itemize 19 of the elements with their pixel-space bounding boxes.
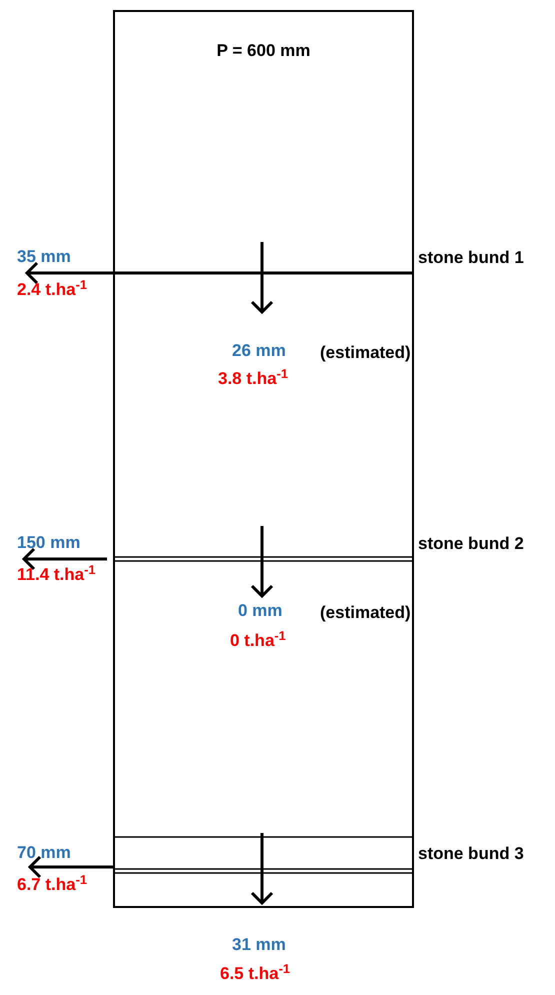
runoff-value: 31 mm bbox=[232, 936, 286, 953]
soil-loss-value: 0 t.ha$^{-1}$ bbox=[230, 632, 286, 649]
runoff-value: 150 mm bbox=[17, 534, 80, 551]
soil-loss-value: 2.4 t.ha$^{-1}$ bbox=[17, 281, 87, 298]
note-text: (estimated) bbox=[320, 604, 411, 621]
field-plot-box bbox=[113, 10, 414, 908]
soil-loss-value: 11.4 t.ha$^{-1}$ bbox=[17, 566, 96, 583]
rainfall-label: P = 600 mm bbox=[216, 42, 312, 59]
runoff-value: 70 mm bbox=[17, 844, 71, 861]
bund-label: stone bund 1 bbox=[418, 249, 524, 266]
soil-loss-value: 3.8 t.ha$^{-1}$ bbox=[218, 370, 288, 387]
note-text: (estimated) bbox=[320, 344, 411, 361]
runoff-value: 26 mm bbox=[232, 342, 286, 359]
bund-label: stone bund 3 bbox=[418, 845, 524, 862]
runoff-value: 35 mm bbox=[17, 248, 71, 265]
bund-label: stone bund 2 bbox=[418, 535, 524, 552]
soil-loss-value: 6.5 t.ha$^{-1}$ bbox=[220, 965, 290, 982]
soil-loss-value: 6.7 t.ha$^{-1}$ bbox=[17, 876, 87, 893]
runoff-value: 0 mm bbox=[238, 602, 282, 619]
